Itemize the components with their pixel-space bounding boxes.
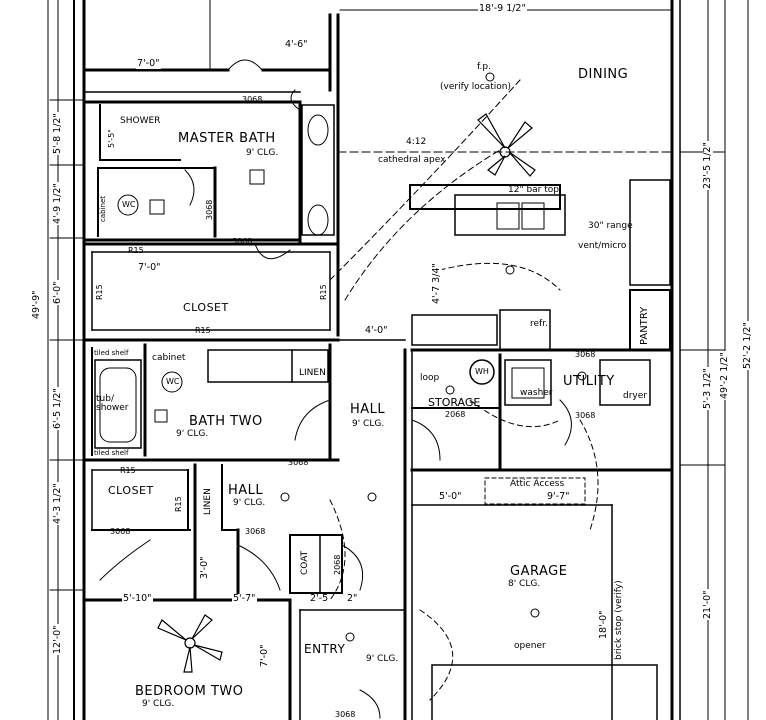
note-pitch: 4:12 bbox=[406, 137, 427, 147]
dim-4-6: 4'-6" bbox=[284, 39, 309, 50]
room-label-closet-master: CLOSET bbox=[183, 301, 229, 314]
note-wc-a: WC bbox=[122, 200, 136, 209]
dim-5-8: 5'-8 1/2" bbox=[52, 112, 63, 155]
note-ceil-bedroom-two: 9' CLG. bbox=[142, 699, 175, 709]
dim-5-10: 5'-10" bbox=[122, 593, 153, 604]
dim-49-2: 49'-2 1/2" bbox=[719, 351, 730, 400]
note-dryer: dryer bbox=[623, 391, 647, 401]
note-brick-stop: brick stop (verify) bbox=[614, 580, 624, 660]
note-attic: Attic Access bbox=[510, 479, 565, 489]
room-label-bath-two: BATH TWO bbox=[189, 414, 263, 429]
door-tag-3068-e: 3068 bbox=[110, 527, 131, 536]
dim-7-0-c: 7'-0" bbox=[259, 643, 270, 668]
note-ceil-hall-main: 9' CLG. bbox=[352, 419, 385, 429]
room-label-shower: SHOWER bbox=[120, 116, 161, 126]
dim-52-2: 52'-2 1/2" bbox=[742, 321, 753, 370]
room-label-dining: DINING bbox=[578, 67, 629, 82]
room-label-utility: UTILITY bbox=[563, 374, 615, 389]
note-washer: washer bbox=[520, 388, 553, 398]
note-r15-d: R15 bbox=[195, 326, 211, 335]
room-label-coat: COAT bbox=[300, 550, 310, 575]
dim-2: 2" bbox=[346, 593, 359, 604]
dim-4-7: 4'-7 3/4" bbox=[431, 262, 442, 305]
dim-4-3: 4'-3 1/2" bbox=[52, 482, 63, 525]
door-tag-3068-h: 3068 bbox=[575, 411, 596, 420]
door-tag-3068-d: 3068 bbox=[288, 458, 309, 467]
door-tag-3068-f: 3068 bbox=[245, 527, 266, 536]
note-wc-b: WC bbox=[166, 377, 180, 386]
note-ceil-bath-two: 9' CLG. bbox=[176, 429, 209, 439]
note-range: 30" range bbox=[588, 221, 633, 231]
note-tiled-shelf-b: tiled shelf bbox=[94, 449, 129, 457]
room-label-hall-small: HALL bbox=[228, 483, 264, 498]
room-label-closet-two: CLOSET bbox=[108, 484, 154, 497]
dim-4-0: 4'-0" bbox=[364, 325, 389, 336]
note-bar-top: 12" bar top bbox=[508, 185, 559, 195]
note-r15-a: R15 bbox=[128, 246, 144, 255]
room-label-bedroom-two: BEDROOM TWO bbox=[135, 684, 244, 699]
dim-21-0: 21'-0" bbox=[702, 589, 713, 620]
note-tub: tub/ shower bbox=[96, 394, 129, 413]
dim-23-5: 23'-5 1/2" bbox=[702, 141, 713, 190]
dim-6-5: 6'-5 1/2" bbox=[52, 387, 63, 430]
room-label-linen-b: LINEN bbox=[203, 488, 213, 515]
note-r15-c: R15 bbox=[319, 284, 328, 300]
note-fireplace: f.p. bbox=[477, 62, 491, 72]
door-tag-3068-c: 3068 bbox=[232, 237, 253, 246]
room-label-pantry: PANTRY bbox=[639, 306, 650, 345]
note-r15-b: R15 bbox=[95, 284, 104, 300]
dim-7-0-a: 7'-0" bbox=[136, 58, 161, 69]
room-label-master-bath: MASTER BATH bbox=[178, 131, 276, 146]
door-tag-3068-b: 3068 bbox=[205, 199, 214, 220]
door-tag-3068-i: 3068 bbox=[335, 710, 356, 719]
dim-7-0-b: 7'-0" bbox=[137, 262, 162, 273]
note-vent: vent/micro bbox=[578, 241, 627, 251]
note-cabinet-b: cabinet bbox=[99, 195, 107, 222]
dim-12-0: 12'-0" bbox=[52, 624, 63, 655]
dim-5-3: 5'-3 1/2" bbox=[702, 367, 713, 410]
dim-5-5: 5'-5" bbox=[107, 129, 116, 148]
dim-3-0: 3'-0" bbox=[199, 555, 210, 580]
dim-6-0: 6'-0" bbox=[52, 280, 63, 305]
note-ceil-hall-small: 9' CLG. bbox=[233, 498, 266, 508]
dim-5-0: 5'-0" bbox=[438, 491, 463, 502]
dim-4-9: 4'-9 1/2" bbox=[52, 182, 63, 225]
room-label-entry: ENTRY bbox=[304, 642, 346, 656]
dim-49-9: 49'-9" bbox=[31, 289, 42, 320]
dim-9-7: 9'-7" bbox=[546, 491, 571, 502]
dim-top-width: 18'-9 1/2" bbox=[478, 3, 527, 14]
note-r15-f: R15 bbox=[174, 496, 183, 512]
note-ceil-master-bath: 9' CLG. bbox=[246, 148, 279, 158]
note-opener: opener bbox=[514, 641, 546, 651]
note-ceil-garage: 8' CLG. bbox=[508, 579, 541, 589]
room-label-garage: GARAGE bbox=[510, 564, 568, 579]
room-label-linen-a: LINEN bbox=[299, 368, 326, 378]
note-r15-e: R15 bbox=[120, 466, 136, 475]
note-cabinet-a: cabinet bbox=[152, 353, 186, 363]
dim-2-5: 2'-5 bbox=[309, 593, 330, 604]
dim-5-7: 5'-7" bbox=[232, 593, 257, 604]
note-loop: loop bbox=[420, 373, 440, 383]
dim-18-0: 18'-0" bbox=[598, 609, 609, 640]
note-wh: WH bbox=[475, 367, 489, 376]
door-tag-2068-b: 2068 bbox=[333, 554, 342, 575]
door-tag-3068-g: 3068 bbox=[575, 350, 596, 359]
door-tag-2068-a: 2068 bbox=[445, 410, 466, 419]
note-tiled-shelf-a: tiled shelf bbox=[94, 349, 129, 357]
note-refr: refr. bbox=[530, 319, 548, 329]
note-verify-location: (verify location) bbox=[440, 82, 511, 92]
door-tag-3068-a: 3068 bbox=[242, 95, 263, 104]
note-cathedral: cathedral apex bbox=[378, 155, 446, 165]
room-label-hall-main: HALL bbox=[350, 402, 386, 417]
room-label-storage: STORAGE bbox=[428, 396, 481, 409]
note-ceil-entry: 9' CLG. bbox=[366, 654, 399, 664]
